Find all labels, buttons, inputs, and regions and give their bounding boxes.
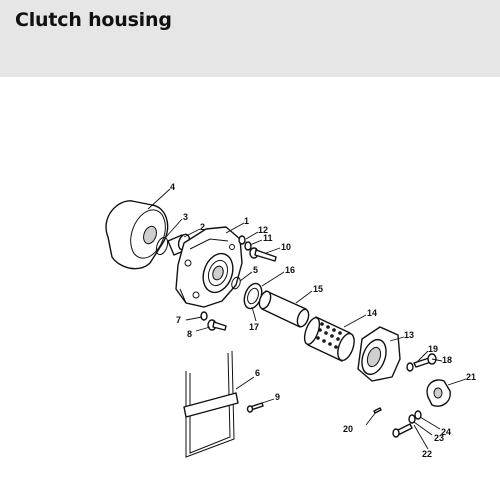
part-washer-12 [238,235,246,245]
leader-lines [147,188,467,450]
callout-11: 11 [263,233,273,243]
part-screw-10 [249,247,277,262]
part-lock-washer-11 [244,241,252,251]
callout-12: 12 [258,225,268,235]
callout-16: 16 [285,265,295,275]
exploded-parts-diagram: 1 2 3 4 5 6 7 8 9 10 11 12 13 14 15 16 1… [0,77,500,492]
callout-3: 3 [183,212,188,222]
part-clutch-drum [105,200,169,270]
part-screw-18 [413,353,437,368]
callout-4: 4 [170,182,175,192]
callout-19: 19 [428,344,438,354]
part-sleeve [258,290,310,328]
callout-20: 20 [343,424,353,434]
part-screw-22 [392,423,413,438]
part-loop-handle [183,350,239,458]
callout-9: 9 [275,392,280,402]
part-cover-housing [357,326,401,382]
part-bracket-21 [426,379,451,407]
callout-2: 2 [200,222,205,232]
part-washer-19 [406,362,414,372]
callout-14: 14 [367,308,377,318]
header-bar: Clutch housing [0,0,500,77]
diagram-canvas: 1 2 3 4 5 6 7 8 9 10 11 12 13 14 15 16 1… [105,182,476,459]
callout-21: 21 [466,372,476,382]
part-clutch-housing [175,226,243,308]
callout-18: 18 [442,355,452,365]
part-washer-7 [200,311,208,321]
callout-24: 24 [441,427,451,437]
callout-1: 1 [244,216,249,226]
callout-6: 6 [255,368,260,378]
part-snap-ring [155,236,169,256]
part-screw-9 [246,402,264,413]
part-o-ring [231,276,241,290]
page-title: Clutch housing [15,9,172,31]
callout-13: 13 [404,330,414,340]
callout-23: 23 [434,433,444,443]
callout-10: 10 [281,242,291,252]
part-washer-23 [408,414,416,424]
part-pin-20 [373,407,382,414]
part-screw-8 [207,319,227,331]
part-finned-sleeve [303,316,355,362]
callout-15: 15 [313,284,323,294]
callout-22: 22 [422,449,432,459]
callout-7: 7 [176,315,181,325]
part-washer-24 [414,410,422,420]
callout-labels: 1 2 3 4 5 6 7 8 9 10 11 12 13 14 15 16 1… [170,182,476,459]
callout-17: 17 [249,322,259,332]
callout-5: 5 [253,265,258,275]
callout-8: 8 [187,329,192,339]
